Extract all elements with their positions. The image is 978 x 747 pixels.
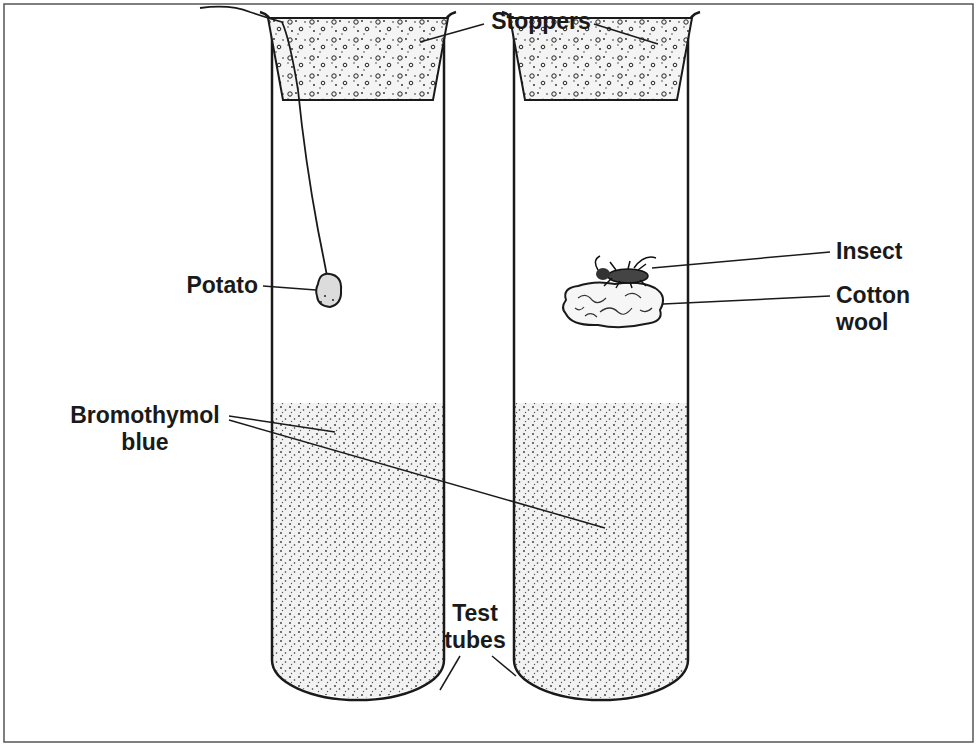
cotton-wool-label: Cotton wool [836, 282, 926, 336]
potato-on-string [200, 7, 341, 307]
insect-label: Insect [836, 238, 946, 265]
frame [4, 4, 973, 742]
stopper-label: Stoppers [486, 8, 596, 35]
test-tube-label: Test tubes [440, 600, 510, 654]
potato-label: Potato [150, 272, 258, 299]
left-test-tube [260, 12, 456, 700]
indicator-label: Bromothymol blue [60, 402, 230, 456]
cotton-wool [563, 282, 663, 327]
leader-lines [229, 24, 830, 690]
right-test-tube [502, 12, 700, 700]
insect [595, 256, 656, 288]
